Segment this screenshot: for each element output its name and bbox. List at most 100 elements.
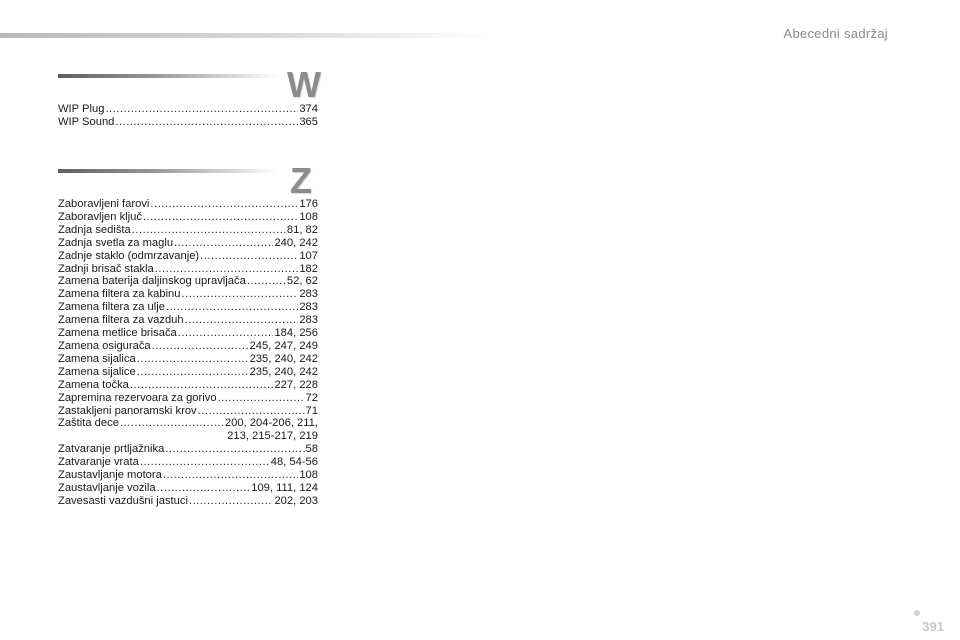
entry-label: Zatvaranje vrata [58, 456, 139, 469]
entry-pages: 52, 62 [286, 275, 318, 288]
entry-label: Zamena sijalica [58, 352, 136, 365]
entry-pages: 72 [305, 391, 318, 404]
leader-dots [120, 417, 224, 430]
index-entry: Zadnja svetla za maglu240, 242 [58, 237, 318, 250]
entry-pages: 48, 54-56 [270, 456, 318, 469]
entry-pages: 176 [299, 198, 318, 210]
entry-pages: 108 [299, 469, 318, 482]
section-w-rule [58, 74, 278, 78]
leader-dots [163, 469, 298, 482]
entry-label: Zamena točka [58, 378, 129, 391]
leader-dots [200, 250, 298, 263]
index-entry: Zaustavljanje motora108 [58, 469, 318, 482]
entry-label: Zadnje staklo (odmrzavanje) [58, 249, 200, 262]
leader-dots [143, 211, 298, 224]
entry-label: Zastakljeni panoramski krov [58, 404, 197, 417]
entry-pages: 235, 240, 242 [249, 352, 318, 365]
index-entry: Zaustavljanje vozila 109, 111, 124 [58, 482, 318, 495]
index-entry: Zamena osigurača 245, 247, 249 [58, 340, 318, 353]
entry-label: Zamena osigurača [58, 339, 151, 352]
section-w-entries: WIP Plug 374 WIP Sound 365 [58, 103, 318, 129]
entry-pages: 365 [299, 115, 318, 128]
index-entry: WIP Sound 365 [58, 116, 318, 129]
entry-label: Zapremina rezervoara za gorivo [58, 391, 217, 404]
index-entry: Zatvaranje prtljažnika 58 [58, 443, 318, 456]
index-entry: Zamena metlice brisača 184, 256 [58, 327, 318, 340]
index-entry: WIP Plug 374 [58, 103, 318, 116]
leader-dots [137, 366, 249, 379]
leader-dots [178, 327, 274, 340]
leader-dots [218, 392, 305, 405]
entry-pages: 200, 204-206, 211, [224, 417, 318, 430]
index-entry: Zastakljeni panoramski krov 71 [58, 405, 318, 418]
index-entry: Zamena sijalica 235, 240, 242 [58, 353, 318, 366]
leader-dots [189, 495, 273, 508]
leader-dots [105, 103, 298, 116]
entry-pages: 108 [299, 210, 318, 223]
entry-pages: 240, 242 [274, 236, 318, 249]
entry-label: Zavesasti vazdušni jastuci [58, 494, 188, 507]
entry-pages: 283 [299, 314, 318, 327]
page-marker-dot [914, 610, 920, 616]
entry-label: Zaustavljanje vozila [58, 481, 156, 494]
index-entry: Zamena baterija daljinskog upravljača52,… [58, 275, 318, 288]
entry-pages: 227, 228 [274, 378, 318, 391]
index-entry: Zadnje staklo (odmrzavanje) 107 [58, 250, 318, 263]
entry-pages: 245, 247, 249 [249, 339, 318, 352]
leader-dots [182, 288, 299, 301]
entry-pages: 182 [299, 262, 318, 275]
leader-dots [132, 224, 286, 237]
entry-pages: 202, 203 [274, 494, 318, 507]
index-entry: Zamena filtera za vazduh 283 [58, 314, 318, 327]
leader-dots [185, 314, 299, 327]
leader-dots [150, 198, 298, 211]
section-w-letter: W [287, 64, 321, 105]
index-entry: Zamena filtera za kabinu 283 [58, 288, 318, 301]
entry-label: Zaštita dece [58, 417, 119, 430]
leader-dots [157, 482, 251, 495]
leader-dots [137, 353, 249, 366]
entry-pages: 81, 82 [286, 223, 318, 236]
index-entry: Zapremina rezervoara za gorivo 72 [58, 392, 318, 405]
entry-pages: 283 [299, 301, 318, 314]
leader-dots [166, 301, 298, 314]
leader-dots [198, 405, 305, 418]
leader-dots [155, 263, 299, 276]
leader-dots [152, 340, 249, 353]
leader-dots [165, 443, 304, 456]
entry-pages-continuation: 213, 215-217, 219 [227, 430, 318, 443]
entry-label: Zamena filtera za vazduh [58, 314, 184, 327]
header-rule [0, 33, 490, 38]
entry-pages: 283 [299, 288, 318, 301]
index-entry: Zadnji brisač stakla182 [58, 263, 318, 276]
entry-label: Zamena filtera za ulje [58, 301, 165, 314]
entry-pages: 374 [299, 103, 318, 115]
index-entry: Zamena filtera za ulje 283 [58, 301, 318, 314]
leader-dots [130, 379, 274, 392]
entry-label: Zamena sijalice [58, 365, 136, 378]
entry-pages: 235, 240, 242 [249, 365, 318, 378]
entry-label: Zatvaranje prtljažnika [58, 443, 165, 456]
index-entry: Zaštita dece 200, 204-206, 211, [58, 417, 318, 430]
index-entry: Zamena točka 227, 228 [58, 379, 318, 392]
index-entry: Zaboravljen ključ 108 [58, 211, 318, 224]
entry-label: Zaboravljen ključ [58, 210, 142, 223]
leader-dots [140, 456, 270, 469]
entry-pages: 107 [299, 249, 318, 262]
entry-pages: 109, 111, 124 [251, 481, 318, 494]
entry-pages: 71 [305, 404, 318, 417]
entry-label: WIP Plug [58, 103, 105, 115]
entry-label: Zamena filtera za kabinu [58, 288, 181, 301]
index-entry: Zaboravljeni farovi 176 [58, 198, 318, 211]
section-z-letter: Z [290, 160, 312, 201]
entry-pages: 58 [305, 443, 318, 456]
leader-dots [115, 116, 298, 129]
index-entry: Zatvaranje vrata 48, 54-56 [58, 456, 318, 469]
entry-label: Zaboravljeni farovi [58, 198, 150, 210]
page-header-title: Abecedni sadržaj [783, 26, 888, 41]
entry-label: Zamena metlice brisača [58, 327, 177, 340]
entry-pages: 184, 256 [274, 327, 318, 340]
index-entry: Zavesasti vazdušni jastuci 202, 203 [58, 495, 318, 508]
leader-dots [174, 237, 273, 250]
